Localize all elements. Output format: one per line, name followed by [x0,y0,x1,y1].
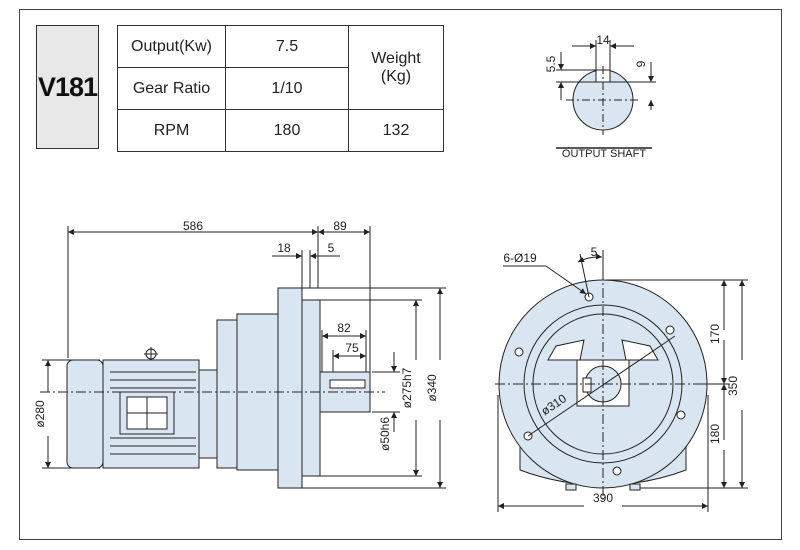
shaft-caption: OUTPUT SHAFT [562,148,646,160]
weight-label: Weight (Kg) [348,25,444,110]
dim-82: 82 [337,321,351,335]
dim-75: 75 [345,341,359,355]
motor-adaptor [198,369,218,459]
holes-label: 6-Ø19 [503,251,537,265]
front-view-dimensions [497,250,748,512]
shaft-dim-55: 5.5 [544,55,558,72]
dim-280: ø280 [33,400,47,428]
motor-fins [110,371,196,455]
dim-89: 89 [333,219,347,233]
dim-586: 586 [183,219,203,233]
dim-50h6: ø50h6 [378,417,392,451]
motor-fan-cover [66,359,104,469]
side-view [40,287,385,489]
output-label: Output(Kw) [117,25,226,68]
dim-180: 180 [708,424,722,444]
dim-170: 170 [708,324,722,344]
dim-350: 350 [726,376,740,396]
pcd-line [527,335,676,437]
shaft-dim-9: 9 [634,60,648,67]
bolt-holes [514,292,686,476]
model-box: V181 [36,25,99,149]
front-view [495,270,712,500]
weight-label-line2: (Kg) [380,67,412,85]
reducer-spigot [301,299,321,477]
drawing-frame [19,9,782,540]
dim-5-front: 5 [591,245,598,259]
dim-18: 18 [277,241,291,255]
spec-row-rpm: RPM 180 132 [117,109,444,152]
reducer-flange [277,287,303,489]
output-keyway [329,379,366,389]
spec-row-ratio: Gear Ratio 1/10 [117,67,444,110]
dim-340: ø340 [425,374,439,402]
output-shaft [319,371,371,413]
dim-5-side: 5 [328,241,335,255]
reducer-input-housing [216,319,238,469]
spec-table: Output(Kw) 7.5 Weight (Kg) Gear Ratio 1/… [117,25,444,152]
shaft-dim-14: 14 [596,33,610,47]
weight-label-line1: Weight [371,49,421,67]
output-value: 7.5 [225,25,349,68]
side-view-dimensions [42,226,446,489]
front-keyway [582,377,592,393]
spec-row-output: Output(Kw) 7.5 Weight (Kg) [117,25,444,110]
weight-value: 132 [348,109,444,152]
model-label: V181 [37,71,98,102]
dim-275h7: ø275h7 [400,367,414,408]
dim-390: 390 [593,491,613,505]
base-bolts [565,483,641,491]
ratio-value: 1/10 [225,67,349,110]
front-rib-left [547,339,585,361]
output-shaft-detail [556,40,656,149]
